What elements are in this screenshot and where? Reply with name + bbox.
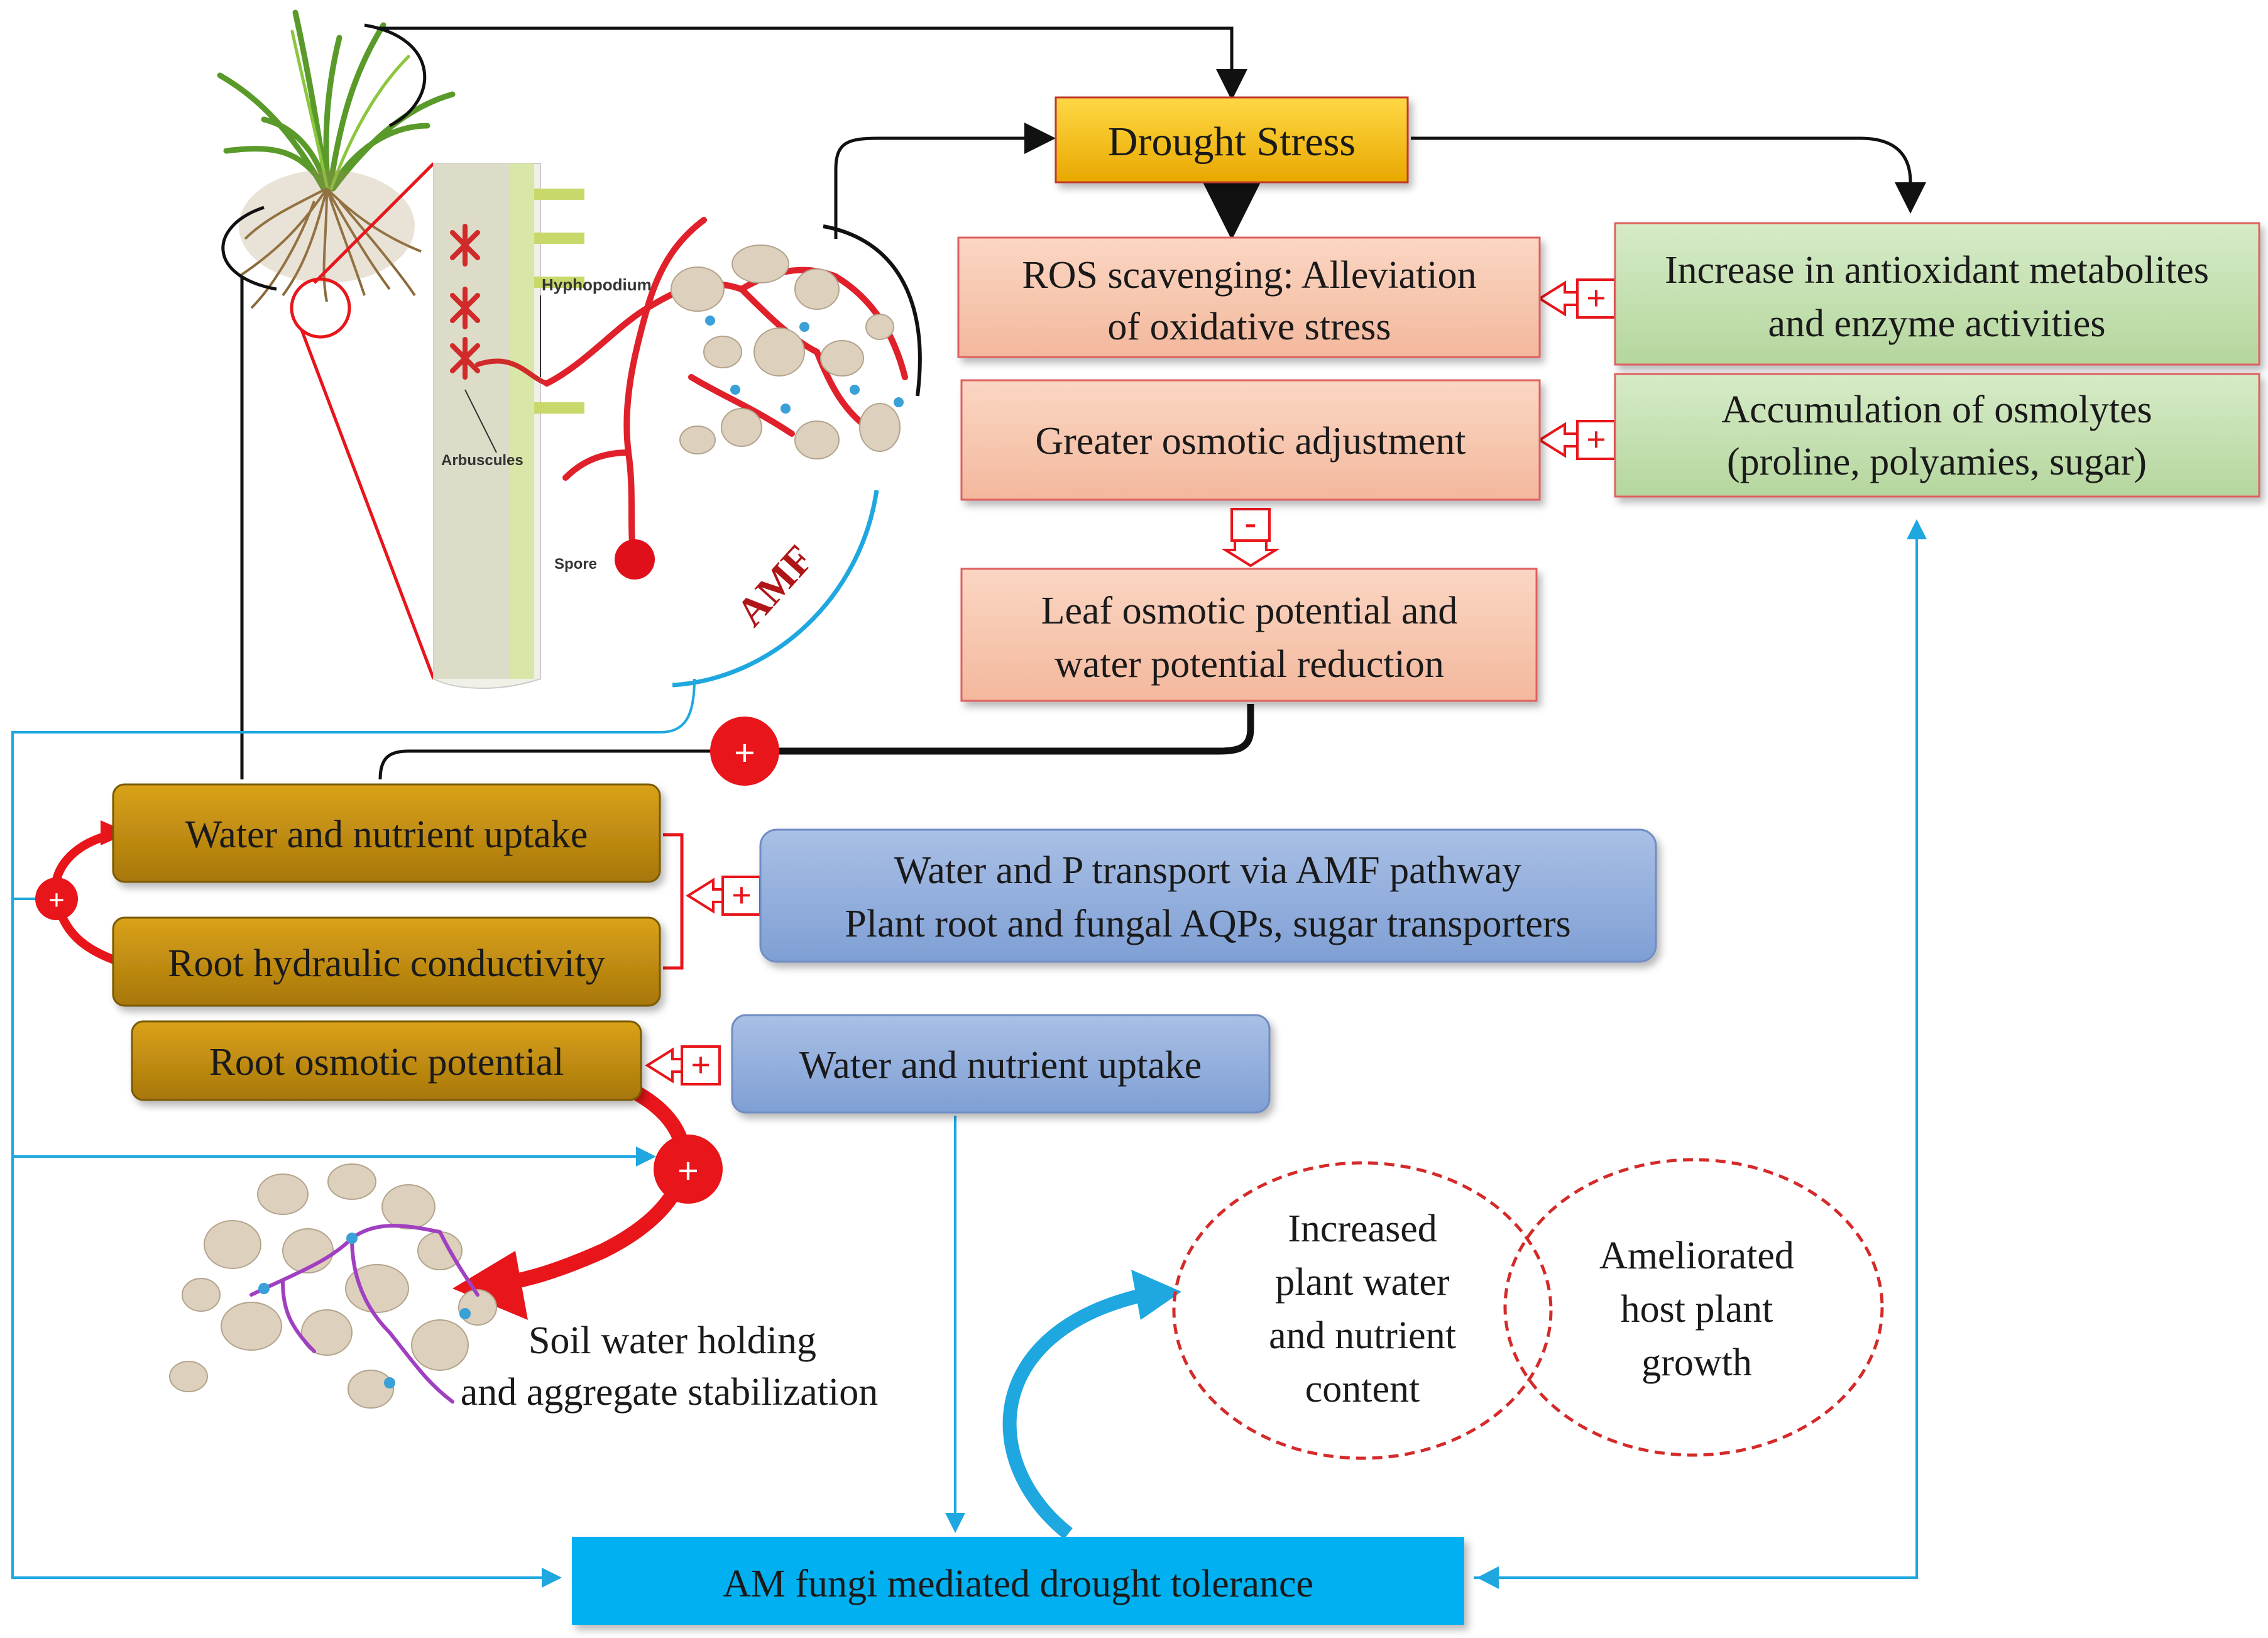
osmotic-adjustment-label: Greater osmotic adjustment — [1035, 420, 1465, 463]
osmolytes-label-line2: (proline, polyamies, sugar) — [1727, 441, 2147, 483]
amf-transport-label-line2: Plant root and fungal AQPs, sugar transp… — [845, 903, 1570, 945]
soil-label-line1: Soil water holding — [529, 1319, 816, 1362]
osmotic-adjustment-box: Greater osmotic adjustment — [960, 379, 1541, 501]
arbuscules-label: Arbuscules — [441, 452, 523, 469]
plant-illustration: Hyphopodium Arbuscules Spore — [217, 9, 922, 689]
increased-label-line2: plant water — [1275, 1261, 1450, 1304]
soil-aggregate-illustration: Soil water holding and aggregate stabili… — [169, 1163, 879, 1414]
antioxidant-label-line1: Increase in antioxidant metabolites — [1665, 249, 2209, 292]
plus-sign: + — [734, 732, 755, 774]
am-fungi-label: AM fungi mediated drought tolerance — [723, 1563, 1313, 1605]
root-hydraulic-label: Root hydraulic conductivity — [168, 942, 605, 985]
leaf-label-line2: water potential reduction — [1055, 643, 1444, 686]
minus-sign: - — [1245, 503, 1257, 542]
amf-label: AMF — [728, 537, 822, 635]
increased-label-line1: Increased — [1288, 1207, 1437, 1250]
spore-label: Spore — [554, 556, 597, 573]
leaf-label-line1: Leaf osmotic potential and — [1041, 590, 1458, 632]
plus-arrow-amf-transport: + — [686, 876, 762, 916]
sign-symbols: + + - + + + + — [35, 278, 1616, 1204]
minus-arrow-leaf: - — [1221, 503, 1280, 568]
soil-label-line2: and aggregate stabilization — [461, 1371, 879, 1414]
plus-arrow-osmotic: + — [1537, 420, 1616, 460]
osmolytes-box: Accumulation of osmolytes (proline, poly… — [1614, 373, 2260, 498]
antioxidant-label-line2: and enzyme activities — [1768, 302, 2105, 345]
ameliorated-label-line3: growth — [1641, 1341, 1752, 1384]
root-water-uptake-box: Water and nutrient uptake — [112, 783, 661, 883]
leaf-potential-box: Leaf osmotic potential and water potenti… — [960, 568, 1538, 702]
root-osmotic-label: Root osmotic potential — [209, 1041, 564, 1084]
plus-sign: + — [1586, 420, 1606, 459]
root-hydraulic-box: Root hydraulic conductivity — [112, 916, 661, 1007]
drought-stress-box: Drought Stress — [1055, 96, 1409, 184]
ameliorated-growth-ellipse: Ameliorated host plant growth — [1503, 1158, 1884, 1457]
plus-circle-leaf: + — [710, 717, 779, 786]
plus-sign: + — [691, 1046, 711, 1085]
drought-stress-label: Drought Stress — [1108, 119, 1356, 165]
increased-label-line4: content — [1305, 1368, 1420, 1410]
increased-label-line3: and nutrient — [1269, 1314, 1456, 1357]
root-water-uptake-label: Water and nutrient uptake — [185, 813, 588, 856]
plus-sign: + — [677, 1150, 699, 1192]
amf-transport-box: Water and P transport via AMF pathway Pl… — [759, 828, 1657, 963]
ros-label-line1: ROS scavenging: Alleviation — [1022, 254, 1476, 297]
plus-sign: + — [48, 884, 65, 916]
plus-arrow-ros: + — [1537, 278, 1616, 319]
root-osmotic-box: Root osmotic potential — [131, 1020, 642, 1101]
connectors — [11, 26, 1927, 1589]
plus-arrow-root-osmotic: + — [645, 1045, 721, 1086]
antioxidant-box: Increase in antioxidant metabolites and … — [1614, 222, 2260, 366]
ameliorated-label-line1: Ameliorated — [1599, 1234, 1794, 1277]
plus-circle-soil: + — [654, 1135, 723, 1204]
amf-water-uptake-box: Water and nutrient uptake — [731, 1014, 1271, 1114]
plus-circle-roots: + — [35, 877, 78, 920]
ameliorated-label-line2: host plant — [1621, 1288, 1773, 1331]
ros-scavenging-box: ROS scavenging: Alleviation of oxidative… — [957, 236, 1541, 358]
ros-label-line2: of oxidative stress — [1107, 305, 1391, 348]
plus-sign: + — [731, 876, 752, 915]
hyphopodium-label: Hyphopodium — [542, 275, 652, 294]
amf-transport-label-line1: Water and P transport via AMF pathway — [894, 849, 1521, 892]
amf-water-uptake-label: Water and nutrient uptake — [799, 1044, 1202, 1087]
osmolytes-label-line1: Accumulation of osmolytes — [1721, 388, 2152, 431]
plus-sign: + — [1586, 279, 1606, 318]
am-fungi-tolerance-box: AM fungi mediated drought tolerance — [572, 1537, 1464, 1625]
increased-content-ellipse: Increased plant water and nutrient conte… — [1172, 1161, 1553, 1460]
